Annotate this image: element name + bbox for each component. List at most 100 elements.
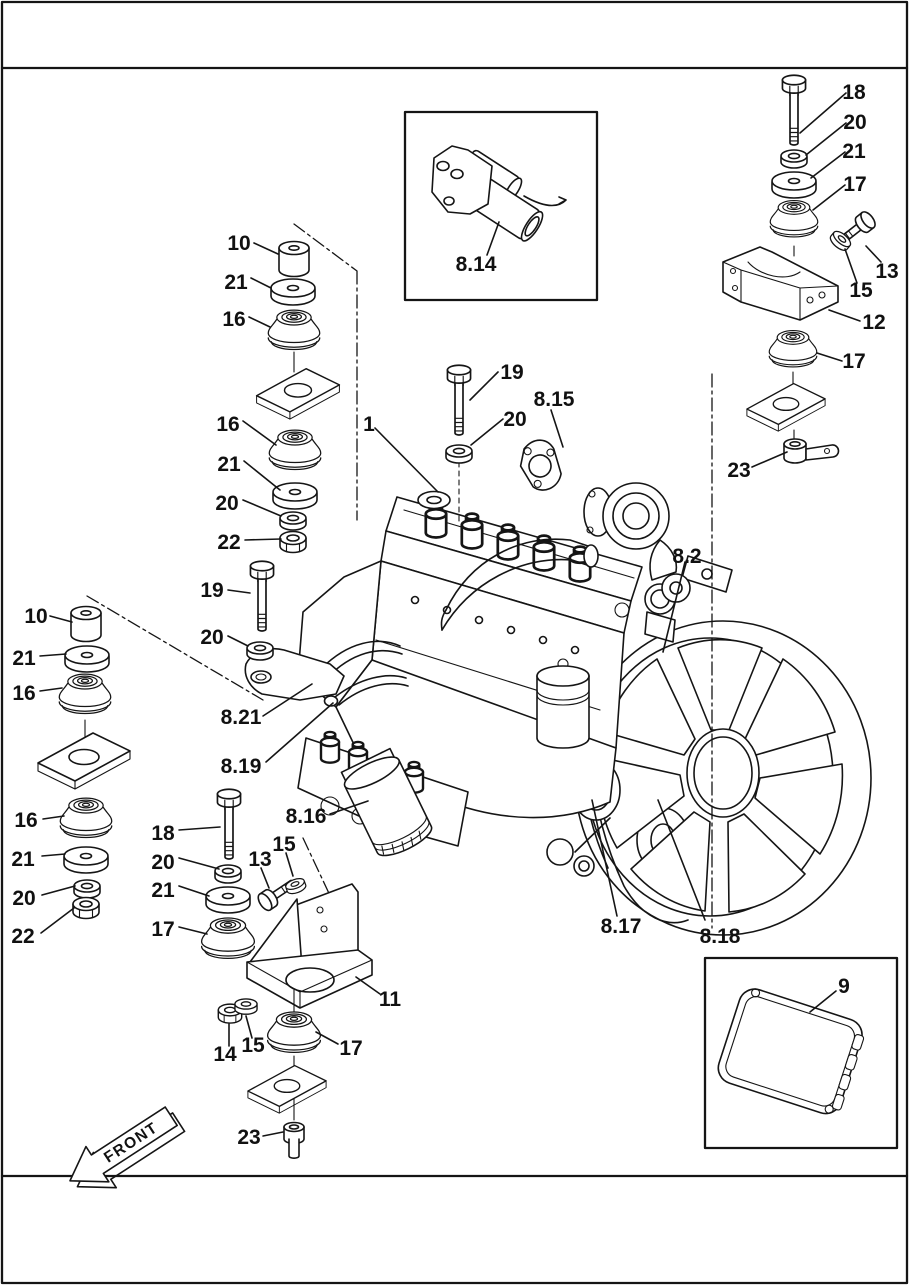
engine-assembly <box>244 482 872 936</box>
part-disc-21-upper-left <box>270 278 316 306</box>
callout-17-right-upper: 17 <box>843 173 866 196</box>
part-washer-20-far-left <box>73 879 101 899</box>
callout-13-lower: 13 <box>248 848 271 871</box>
part-fitting-23-right <box>783 438 840 464</box>
part-washer-20-right <box>780 149 808 169</box>
callout-10-far-left: 10 <box>24 605 47 628</box>
callout-14: 14 <box>213 1043 237 1066</box>
part-plate-right <box>746 382 826 432</box>
callout-8-2: 8.2 <box>672 545 701 568</box>
callout-20-mid-left-b: 20 <box>200 626 223 649</box>
callout-21-far-left-upper: 21 <box>12 647 36 670</box>
callout-17-lower-a: 17 <box>151 918 174 941</box>
inset-box-solenoid <box>403 110 599 302</box>
callout-21-upper-left: 21 <box>224 271 248 294</box>
callout-11: 11 <box>379 988 402 1011</box>
part-spacer-10-far-left <box>70 605 102 643</box>
part-bolt-19-mid-left <box>249 560 275 632</box>
callout-16-far-left-upper: 16 <box>12 682 35 705</box>
callout-8-17: 8.17 <box>601 915 642 938</box>
part-mount-16-upper-left <box>267 309 321 351</box>
callout-20-lower: 20 <box>151 851 174 874</box>
callout-8-19: 8.19 <box>221 755 262 778</box>
part-mount-16-far-left-lower <box>59 797 113 839</box>
part-disc-21-far-left-lower <box>63 846 109 874</box>
callout-21-lower: 21 <box>151 879 175 902</box>
part-washer-15-lower-b <box>234 998 258 1015</box>
part-washer-20-bracket <box>246 641 274 661</box>
part-spacer-10-upper-left <box>278 240 310 278</box>
callout-19-center: 19 <box>500 361 523 384</box>
part-solenoid <box>431 145 567 242</box>
part-control-unit <box>717 988 865 1115</box>
turbocharger <box>583 482 678 581</box>
part-mount-16-mid-left <box>268 429 322 471</box>
part-mount-17-lower-a <box>200 917 256 960</box>
front-direction-arrow: FRONT <box>69 1106 186 1189</box>
callout-20-right: 20 <box>843 111 866 134</box>
callout-10-upper-left: 10 <box>227 232 250 255</box>
part-disc-21-mid-left <box>272 482 318 510</box>
part-bracket-12 <box>722 246 839 321</box>
part-disc-21-far-left-upper <box>64 645 110 673</box>
part-nut-22-far-left <box>72 896 100 920</box>
inset-box-control-unit <box>703 956 899 1150</box>
callout-23-lower: 23 <box>237 1126 260 1149</box>
part-mount-17-right-lower <box>768 330 818 368</box>
leader-lines <box>39 92 882 1137</box>
callout-8-15: 8.15 <box>534 388 575 411</box>
callout-21-far-left-lower: 21 <box>11 848 35 871</box>
callout-18-lower: 18 <box>151 822 175 845</box>
engine-mount-boss <box>417 490 451 510</box>
part-plate-lower <box>247 1064 327 1114</box>
callout-18-right: 18 <box>842 81 866 104</box>
callout-9: 9 <box>838 975 850 998</box>
part-bolt-19-center <box>446 364 472 436</box>
part-mount-17-lower-b <box>266 1011 322 1054</box>
callout-17-lower-b: 17 <box>339 1037 362 1060</box>
oil-filter <box>340 747 433 857</box>
head-bolt-row <box>410 595 580 655</box>
part-plate-far-left <box>37 732 131 790</box>
starter <box>546 838 595 877</box>
part-disc-21-right <box>771 171 817 199</box>
callout-20-mid-left: 20 <box>215 492 238 515</box>
callout-15-lower-b: 15 <box>241 1034 265 1057</box>
callout-15-lower-a: 15 <box>272 833 296 856</box>
callout-16-mid-left: 16 <box>216 413 239 436</box>
part-bolt-18-right <box>781 74 807 146</box>
callout-22-far-left: 22 <box>11 925 34 948</box>
part-mount-16-far-left-upper <box>58 673 112 715</box>
callout-13-right: 13 <box>875 260 898 283</box>
callout-21-mid-left: 21 <box>217 453 241 476</box>
callout-12: 12 <box>862 311 885 334</box>
callout-21-right: 21 <box>842 140 866 163</box>
callout-20-center: 20 <box>503 408 526 431</box>
callout-20-far-left: 20 <box>12 887 35 910</box>
callout-8-16: 8.16 <box>286 805 327 828</box>
callout-16-upper-left: 16 <box>222 308 245 331</box>
part-plate-upper-left <box>255 367 341 420</box>
lifting-bracket <box>681 555 733 593</box>
callout-22-mid-left: 22 <box>217 531 240 554</box>
callout-16-far-left-lower: 16 <box>14 809 37 832</box>
callout-8-21: 8.21 <box>221 706 262 729</box>
part-disc-21-lower <box>205 886 251 914</box>
fan-blades <box>597 638 844 913</box>
part-washer-15-lower-a <box>283 875 308 897</box>
part-nut-22-mid-left <box>279 530 307 554</box>
callout-23-right: 23 <box>727 459 750 482</box>
part-fitting-23-lower <box>283 1121 305 1159</box>
fuel-filter <box>536 658 590 749</box>
part-washer-20-mid-left <box>279 511 307 531</box>
part-washer-20-lower <box>214 864 242 884</box>
callout-17-right-lower: 17 <box>842 350 865 373</box>
callout-8-18: 8.18 <box>700 925 741 948</box>
callout-1-engine: 1 <box>363 413 375 436</box>
intake-pipe <box>440 538 599 631</box>
part-mount-17-right-upper <box>769 200 819 238</box>
callout-15-right: 15 <box>849 279 873 302</box>
turbo-gasket <box>519 439 562 491</box>
